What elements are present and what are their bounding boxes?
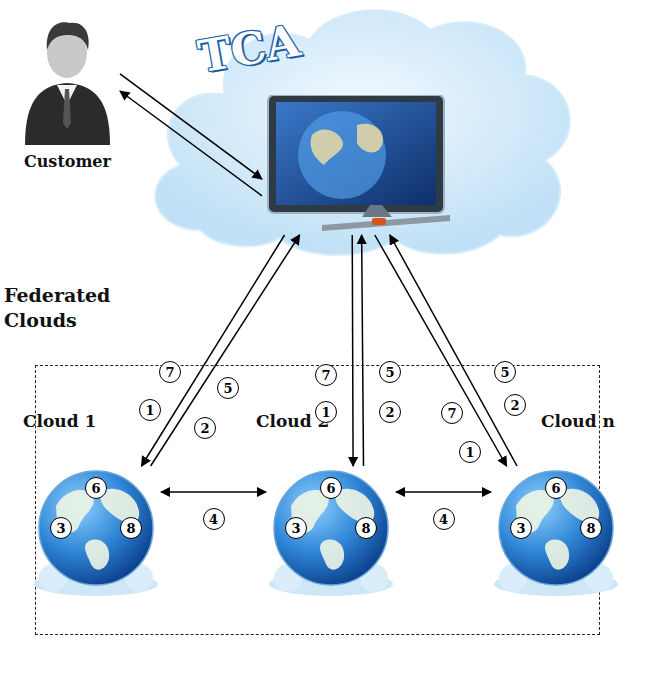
tca-cloud <box>155 10 569 255</box>
connector-arrow <box>375 235 507 466</box>
tca-monitor: TCA <box>262 95 450 235</box>
callout-number: 1 <box>315 401 337 423</box>
connector-arrow <box>142 235 285 466</box>
cloud-globe: Cloud 2638 <box>266 466 396 596</box>
connector-arrow <box>396 491 491 493</box>
callout-number: 6 <box>545 477 567 499</box>
connector-arrow <box>151 235 300 466</box>
node-label: Federated Clouds <box>4 283 126 332</box>
callout-number: 8 <box>355 517 377 539</box>
callout-number: 5 <box>379 361 401 383</box>
node-label: Customer <box>15 152 120 171</box>
callout-number: 4 <box>203 508 225 530</box>
callout-number: 4 <box>433 508 455 530</box>
connector-arrow <box>351 235 353 466</box>
callout-number: 1 <box>139 399 161 421</box>
monitor-icon <box>262 95 450 235</box>
cloud-globe: Cloud n638 <box>491 466 621 596</box>
callout-number: 5 <box>217 377 239 399</box>
callout-number: 7 <box>315 364 337 386</box>
callout-number: 3 <box>510 517 532 539</box>
callout-number: 8 <box>120 517 142 539</box>
callout-number: 2 <box>379 401 401 423</box>
callout-number: 3 <box>50 517 72 539</box>
callout-number: 7 <box>159 361 181 383</box>
connector-arrow <box>120 74 262 179</box>
node-label: Cloud n <box>541 411 615 431</box>
callout-number: 2 <box>504 394 526 416</box>
callout-number: 7 <box>441 402 463 424</box>
callout-number: 6 <box>320 477 342 499</box>
connector-arrow <box>390 235 517 466</box>
connector-arrow <box>161 491 266 493</box>
callout-number: 2 <box>194 417 216 439</box>
callout-number: 1 <box>459 441 481 463</box>
connector-arrow <box>362 235 364 466</box>
callout-number: 8 <box>580 517 602 539</box>
connector-arrow <box>120 91 262 196</box>
customer-actor: Customer <box>15 5 120 177</box>
callout-number: 6 <box>85 477 107 499</box>
callout-number: 5 <box>494 361 516 383</box>
callout-number: 3 <box>285 517 307 539</box>
cloud-globe: Cloud 1638 <box>31 466 161 596</box>
customer-icon <box>15 5 120 145</box>
tca-title: TCA <box>194 15 303 83</box>
node-label: Cloud 1 <box>23 411 96 431</box>
